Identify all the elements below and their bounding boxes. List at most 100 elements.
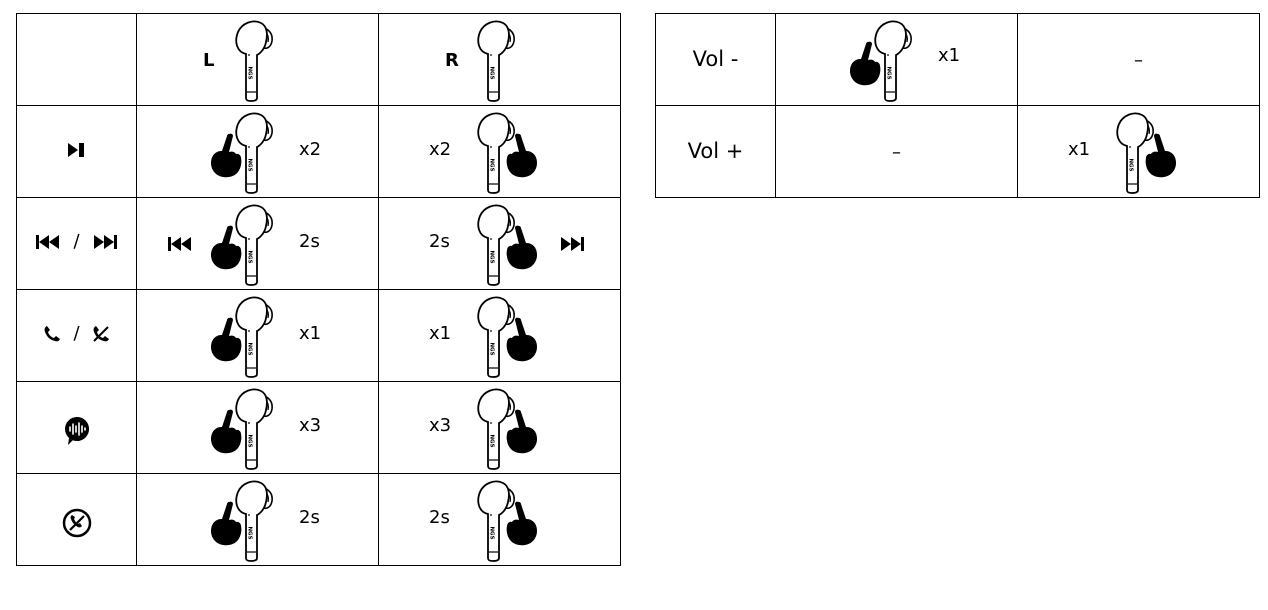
header-right-cell: R NGS [378,13,621,106]
svg-text:NGS: NGS [247,342,253,355]
hand-tap-icon [505,132,539,178]
previous-track-icon [168,237,191,251]
phone-hangup-icon [93,326,109,342]
left-action-label: x1 [299,323,322,344]
volume-label: Vol - [692,47,739,71]
reject-call-icon [17,508,136,538]
function-cell [16,105,137,198]
left-action-cell: NGS x1 [136,289,379,382]
earbud-icon: NGS [475,202,519,286]
right-action-label: x3 [429,415,452,436]
hand-tap-icon [505,500,539,546]
volume-table: Vol - NGS x1 – Vol + – x1 NGS [655,13,1260,198]
table-row: / NGS x1 x1 NGS [16,289,621,382]
function-cell [16,381,137,474]
hand-tap-icon [848,40,882,86]
left-action-cell: NGS x1 [775,13,1018,106]
table-row: Vol + – x1 NGS [655,105,1260,198]
table-row: NGS 2s 2s NGS [16,473,621,566]
svg-text:NGS: NGS [247,66,253,79]
earbud-icon: NGS [233,386,277,470]
svg-text:NGS: NGS [886,66,892,79]
table-row: NGS x2 x2 NGS [16,105,621,198]
volume-label: Vol + [687,139,744,163]
table-row: NGS x3 x3 NGS [16,381,621,474]
svg-text:NGS: NGS [489,158,495,171]
hand-tap-icon [209,132,243,178]
table-row: / NGS 2s 2s NGS [16,197,621,290]
earbud-icon: NGS [233,202,277,286]
header-row: L NGS R NGS [16,13,621,106]
earbud-icon: NGS [233,294,277,378]
right-header-label: R [445,50,459,71]
left-action-cell: NGS x3 [136,381,379,474]
left-action-cell: NGS 2s [136,473,379,566]
function-cell: / [16,197,137,290]
header-left-cell: L NGS [136,13,379,106]
left-earbud-icon: NGS [233,18,277,102]
svg-text:NGS: NGS [247,526,253,539]
earbud-icon: NGS [475,294,519,378]
function-separator: / [73,231,80,252]
left-action-label: x3 [299,415,322,436]
left-action-cell: – [775,105,1018,198]
right-action-cell: 2s NGS [378,197,621,290]
right-action-label: x1 [429,323,452,344]
svg-text:NGS: NGS [489,66,495,79]
left-action-label: 2s [299,507,320,528]
left-action-cell: NGS x2 [136,105,379,198]
table-row: Vol - NGS x1 – [655,13,1260,106]
hand-tap-icon [209,316,243,362]
hand-tap-icon [505,224,539,270]
function-cell: Vol + [655,105,776,198]
right-action-label: 2s [429,507,450,528]
right-action-label: x2 [429,139,452,160]
left-header-label: L [203,50,215,71]
hand-tap-icon [209,408,243,454]
prev-next-track-icon: / [17,232,136,252]
hand-tap-icon [1144,132,1178,178]
earbud-icon: NGS [475,386,519,470]
earbud-icon: NGS [233,478,277,562]
earbud-icon: NGS [233,110,277,194]
svg-text:NGS: NGS [247,250,253,263]
left-action-label: x2 [299,139,322,160]
play-pause-icon [17,140,136,160]
earbud-icon: NGS [872,18,916,102]
svg-text:NGS: NGS [489,342,495,355]
earbud-icon: NGS [475,478,519,562]
function-separator: / [73,323,80,344]
left-action-label: 2s [299,231,320,252]
next-track-icon [93,235,117,249]
previous-track-icon [36,235,60,249]
right-action-cell: x1 NGS [378,289,621,382]
voice-assistant-icon [17,416,136,446]
hand-tap-icon [209,500,243,546]
controls-table: L NGS R NGS NGS x2 x2 [16,13,621,566]
hand-tap-icon [505,408,539,454]
right-action-cell: – [1017,13,1260,106]
right-action-cell: x3 NGS [378,381,621,474]
right-earbud-icon: NGS [475,18,519,102]
right-action-label: x1 [1068,139,1091,160]
left-action-label: – [892,142,901,163]
svg-text:NGS: NGS [489,526,495,539]
right-action-cell: 2s NGS [378,473,621,566]
hand-tap-icon [209,224,243,270]
svg-text:NGS: NGS [247,434,253,447]
right-action-cell: x2 NGS [378,105,621,198]
svg-text:NGS: NGS [489,434,495,447]
hand-tap-icon [505,316,539,362]
svg-text:NGS: NGS [247,158,253,171]
right-action-label: 2s [429,231,450,252]
header-empty-cell [16,13,137,106]
right-action-label: – [1134,50,1143,71]
svg-text:NGS: NGS [1128,158,1134,171]
left-action-cell: NGS 2s [136,197,379,290]
earbud-icon: NGS [475,110,519,194]
earbud-icon: NGS [1114,110,1158,194]
phone-icon [44,326,61,342]
left-action-label: x1 [938,45,961,66]
answer-hangup-call-icon: / [17,324,136,344]
function-cell: Vol - [655,13,776,106]
